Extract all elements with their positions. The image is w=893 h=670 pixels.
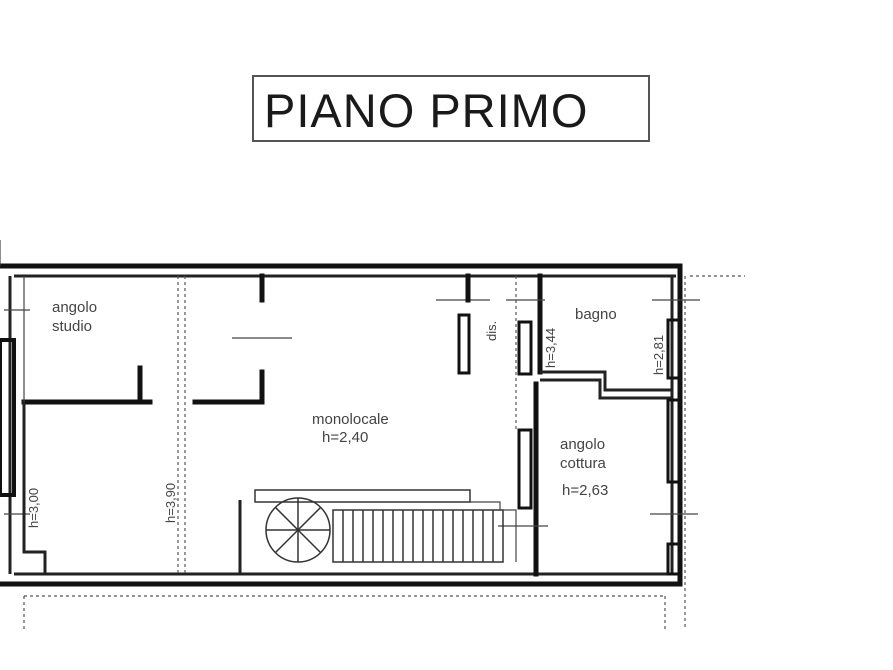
label-angolo-cottura-height: h=2,63 [562,482,608,499]
central-walls [436,273,548,577]
lower-walls [22,402,242,574]
label-monolocale-height: h=2,40 [322,429,368,446]
label-bagno: bagno [575,306,617,323]
left-pillar [0,240,30,515]
label-dis: dis. [484,321,499,341]
height-labels: h=3,00 h=3,90 h=3,44 h=2,81 dis. [26,321,666,528]
staircase [254,489,517,563]
label-height-bagno-right: h=2,81 [651,335,666,375]
label-height-bagno-side: h=3,44 [543,328,558,368]
label-height-center: h=3,90 [163,483,178,523]
studio-walls [21,273,292,405]
dashed-lines [23,275,745,630]
label-height-left: h=3,00 [26,488,41,528]
label-angolo-studio-2: studio [52,318,92,335]
room-labels: angolo studio monolocale h=2,40 bagno an… [52,299,617,499]
label-monolocale: monolocale [312,411,389,428]
label-angolo-cottura-1: angolo [560,436,605,453]
label-angolo-cottura-2: cottura [560,455,607,472]
label-angolo-studio-1: angolo [52,299,97,316]
outer-walls [0,263,683,587]
bagno-walls [540,299,700,576]
plan-title: PIANO PRIMO [264,84,589,137]
title-box: PIANO PRIMO [252,75,650,142]
